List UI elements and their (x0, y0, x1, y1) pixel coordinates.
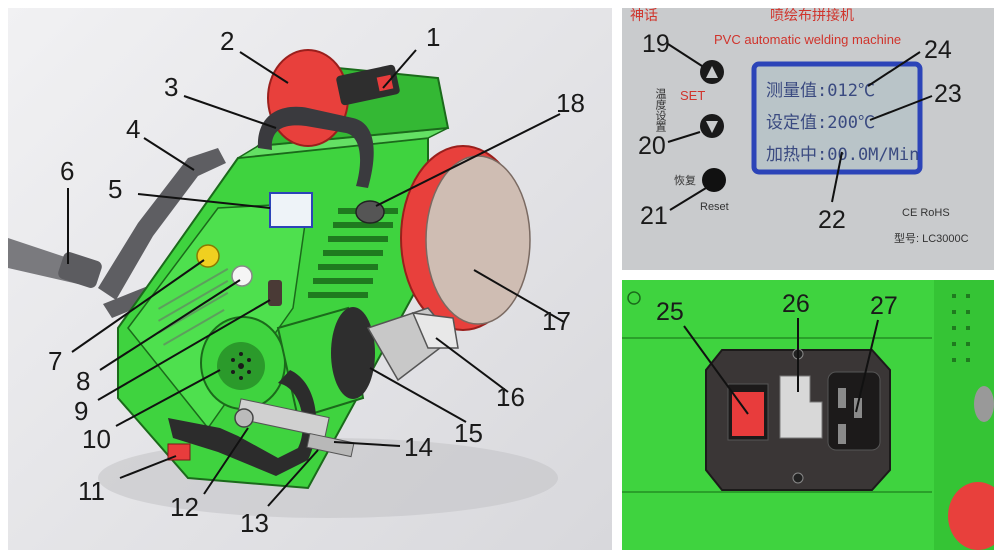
callout-25: 25 (656, 298, 684, 326)
callout-19: 19 (642, 30, 670, 58)
heater-joint (331, 307, 375, 399)
callout-8: 8 (76, 366, 90, 396)
bottom-bracket (236, 398, 330, 438)
callout-5: 5 (108, 174, 122, 204)
main-illustration-panel: 1 2 3 4 6 5 7 8 9 10 11 12 13 14 15 16 1… (8, 8, 612, 550)
power-socket-closeup: 25 26 27 (622, 280, 994, 550)
reset-en-label: Reset (700, 201, 729, 213)
panel-callout-lines (667, 43, 933, 211)
callout-7: 7 (48, 346, 62, 376)
machine-display (269, 192, 313, 228)
callout-24: 24 (924, 36, 952, 64)
temperature-setting-label: 温度设置 (654, 88, 667, 132)
top-pressure-wheel (267, 49, 349, 147)
callout-2: 2 (220, 26, 234, 56)
callout-13: 13 (240, 508, 269, 538)
model-number: 型号: LC3000C (894, 231, 969, 245)
carry-handle (257, 106, 374, 188)
callout-22: 22 (818, 206, 846, 234)
reset-button[interactable] (702, 168, 726, 192)
tube-joint (58, 252, 102, 288)
callout-20: 20 (638, 132, 666, 160)
adjust-screw (306, 432, 355, 458)
triangle-up-icon (706, 66, 718, 78)
callout-27: 27 (870, 292, 898, 320)
lcd-measured-value: 测量值:012℃ (766, 81, 875, 101)
callout-17: 17 (542, 306, 571, 336)
callout-10: 10 (82, 424, 111, 454)
callout-26: 26 (782, 290, 810, 318)
callout-12: 12 (170, 492, 199, 522)
wheel-edge (948, 482, 994, 550)
callout-6: 6 (60, 156, 74, 186)
callout-21: 21 (640, 202, 668, 230)
top-switch (336, 64, 400, 106)
callout-4: 4 (126, 114, 140, 144)
callout-16: 16 (496, 382, 525, 412)
callout-14: 14 (404, 432, 433, 462)
guide-bar (98, 148, 226, 300)
socket-callout-lines (683, 318, 879, 415)
callout-15: 15 (454, 418, 483, 448)
header-left-text: 神话 (630, 8, 658, 23)
control-panel-svg: 神话 喷绘布拼接机 PVC automatic welding machine … (630, 8, 969, 245)
callout-1: 1 (426, 22, 440, 52)
callout-11: 11 (78, 476, 105, 506)
potentiometer (268, 280, 282, 306)
control-panel-closeup: 神话 喷绘布拼接机 PVC automatic welding machine … (622, 8, 994, 270)
welding-machine-illustration: 1 2 3 4 6 5 7 8 9 10 11 12 13 14 15 16 1… (8, 22, 585, 538)
certification-marks: CE RoHS (902, 207, 950, 219)
reset-cn-label: 恢复 (674, 173, 696, 187)
power-socket-svg: 25 26 27 (622, 280, 994, 550)
lcd-heating-status: 加热中:00.0M/Min (766, 145, 919, 165)
callout-9: 9 (74, 396, 88, 426)
machine-name: PVC automatic welding machine (714, 32, 901, 47)
lcd-set-value: 设定值:200℃ (766, 113, 875, 133)
set-label: SET (680, 88, 705, 103)
callout-3: 3 (164, 72, 178, 102)
triangle-down-icon (706, 121, 718, 133)
callout-18: 18 (556, 88, 585, 118)
fuse-holder (779, 375, 823, 439)
front-control-panel (127, 202, 309, 430)
power-cable (168, 370, 317, 476)
callout-23: 23 (934, 80, 962, 108)
header-right-text: 喷绘布拼接机 (770, 8, 854, 23)
callout-lines (67, 49, 565, 507)
